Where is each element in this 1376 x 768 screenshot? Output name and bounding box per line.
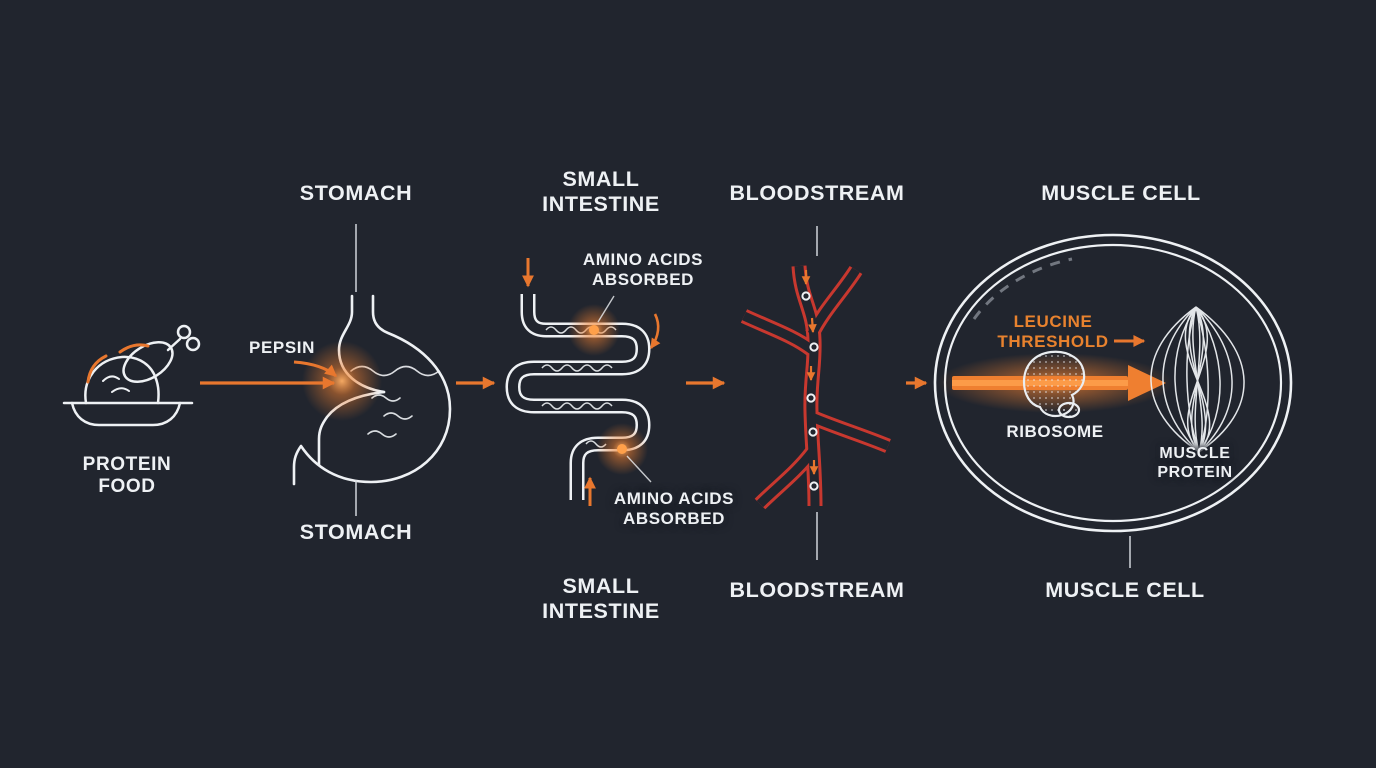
intestine-bottom-label: SMALL INTESTINE <box>542 574 660 624</box>
bloodstream-bottom-label: BLOODSTREAM <box>729 578 905 602</box>
drumstick-icon <box>122 324 201 383</box>
vessel-lumen <box>742 265 890 508</box>
absorption-dot-bottom <box>617 444 627 454</box>
protein-food-icon <box>62 324 201 427</box>
pepsin-label: PEPSIN <box>249 338 315 357</box>
intestine-flow-arrow-icon <box>649 313 661 349</box>
protein-food-label: PROTEIN FOOD <box>82 454 172 498</box>
pepsin-arrow-icon <box>293 360 338 378</box>
absorption-leader-lines <box>597 295 652 483</box>
stomach-outer-wall <box>292 294 452 486</box>
absorption-dot-top <box>589 325 599 335</box>
bloodstream-icon <box>740 265 891 510</box>
muscle-cell-top-label: MUSCLE CELL <box>1041 181 1201 205</box>
amino-acids-bottom-label: AMINO ACIDS ABSORBED <box>613 489 735 529</box>
leucine-threshold-label: LEUCINE THRESHOLD <box>997 312 1109 352</box>
blood-flow-arrows <box>801 270 819 475</box>
amino-acid-particles <box>801 291 819 491</box>
intestine-top-label: SMALL INTESTINE <box>542 167 660 217</box>
stomach-bottom-label: STOMACH <box>299 520 413 544</box>
bloodstream-top-label: BLOODSTREAM <box>729 181 905 205</box>
stomach-top-label: STOMACH <box>299 181 413 205</box>
cell-membrane-outer <box>933 233 1293 533</box>
plate-bowl <box>70 401 182 427</box>
food-texture <box>102 375 130 393</box>
ribosome-label: RIBOSOME <box>1006 422 1104 441</box>
pepsin-glow <box>302 341 382 421</box>
amino-acids-top-label: AMINO ACIDS ABSORBED <box>582 250 704 290</box>
dashed-membrane-arc <box>972 257 1073 320</box>
muscle-cell-icon <box>933 233 1293 533</box>
ribosome-icon <box>1022 350 1086 419</box>
muscle-protein-icon <box>1150 306 1245 453</box>
label-connector-lines <box>355 224 1131 568</box>
food-mound <box>84 355 160 405</box>
food-accent-arcs <box>86 343 150 384</box>
muscle-cell-bottom-label: MUSCLE CELL <box>1045 578 1205 602</box>
muscle-protein-label: MUSCLE PROTEIN <box>1157 445 1233 481</box>
